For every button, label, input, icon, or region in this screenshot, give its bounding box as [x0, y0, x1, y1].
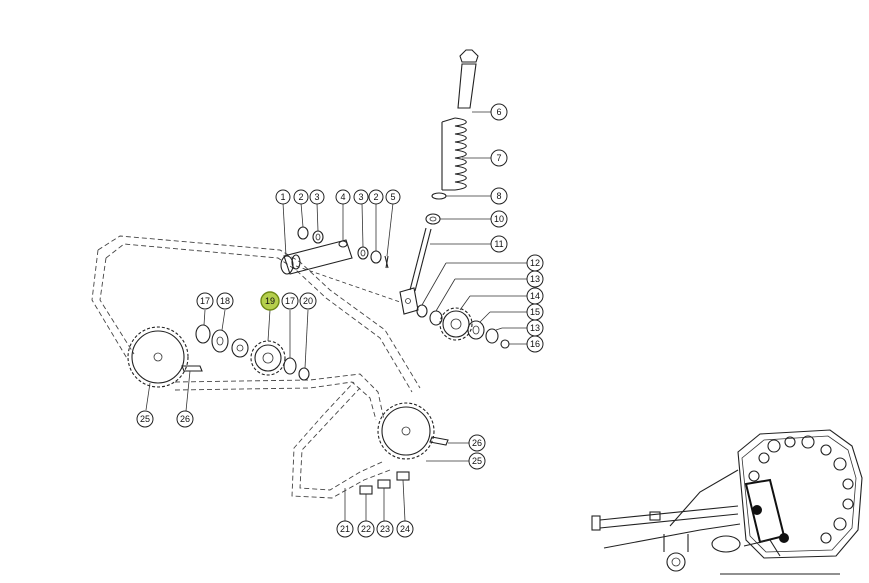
- svg-text:15: 15: [530, 307, 540, 317]
- shaft-1: [280, 239, 401, 303]
- callout-10[interactable]: 10: [490, 210, 508, 228]
- svg-text:19: 19: [265, 296, 275, 306]
- svg-text:23: 23: [380, 524, 390, 534]
- svg-text:13: 13: [530, 274, 540, 284]
- chain-links: [359, 471, 410, 495]
- callout-6[interactable]: 6: [490, 103, 508, 121]
- callout-2-second[interactable]: 2: [368, 189, 384, 205]
- tension-assembly: [399, 49, 479, 315]
- callout-8[interactable]: 8: [490, 187, 508, 205]
- callout-16[interactable]: 16: [526, 335, 544, 353]
- svg-text:3: 3: [358, 192, 363, 202]
- callout-7[interactable]: 7: [490, 149, 508, 167]
- svg-text:16: 16: [530, 339, 540, 349]
- callout-19-highlighted[interactable]: 19: [260, 291, 280, 311]
- svg-text:21: 21: [340, 524, 350, 534]
- callout-25[interactable]: 25: [136, 410, 154, 428]
- callout-4[interactable]: 4: [335, 189, 351, 205]
- callout-2[interactable]: 2: [293, 189, 309, 205]
- svg-text:25: 25: [472, 456, 482, 466]
- idler-sprocket-assembly: [416, 304, 510, 349]
- callout-15[interactable]: 15: [526, 303, 544, 321]
- callout-23[interactable]: 23: [376, 520, 394, 538]
- svg-text:10: 10: [494, 214, 504, 224]
- svg-text:25: 25: [140, 414, 150, 424]
- svg-text:17: 17: [285, 296, 295, 306]
- large-sprocket-lower: [377, 402, 449, 460]
- callout-13-second[interactable]: 13: [526, 319, 544, 337]
- svg-text:20: 20: [303, 296, 313, 306]
- svg-text:8: 8: [496, 191, 501, 201]
- callout-22[interactable]: 22: [357, 520, 375, 538]
- svg-text:3: 3: [314, 192, 319, 202]
- svg-text:4: 4: [340, 192, 345, 202]
- callout-24[interactable]: 24: [396, 520, 414, 538]
- baler-overview-illustration: [591, 429, 863, 575]
- large-sprocket-left: [127, 326, 203, 388]
- drive-chain: [91, 235, 421, 499]
- callout-18[interactable]: 18: [216, 292, 234, 310]
- callout-17-second[interactable]: 17: [281, 292, 299, 310]
- callout-12[interactable]: 12: [526, 254, 544, 272]
- svg-text:14: 14: [530, 291, 540, 301]
- callout-5[interactable]: 5: [385, 189, 401, 205]
- svg-text:11: 11: [494, 239, 503, 249]
- callout-3-second[interactable]: 3: [353, 189, 369, 205]
- callout-14[interactable]: 14: [526, 287, 544, 305]
- callout-26[interactable]: 26: [176, 410, 194, 428]
- svg-text:22: 22: [361, 524, 371, 534]
- callout-17[interactable]: 17: [196, 292, 214, 310]
- leader-lines: [145, 111, 527, 522]
- svg-text:6: 6: [496, 107, 501, 117]
- svg-text:24: 24: [400, 524, 410, 534]
- svg-text:13: 13: [530, 323, 540, 333]
- svg-text:2: 2: [298, 192, 303, 202]
- svg-text:7: 7: [496, 153, 501, 163]
- callout-11[interactable]: 11: [490, 235, 508, 253]
- svg-text:26: 26: [472, 438, 482, 448]
- svg-text:1: 1: [280, 192, 285, 202]
- svg-text:18: 18: [220, 296, 230, 306]
- callout-13[interactable]: 13: [526, 270, 544, 288]
- callout-20[interactable]: 20: [299, 292, 317, 310]
- svg-text:2: 2: [373, 192, 378, 202]
- svg-text:26: 26: [180, 414, 190, 424]
- svg-text:5: 5: [390, 192, 395, 202]
- svg-text:12: 12: [530, 258, 540, 268]
- callout-26-second[interactable]: 26: [468, 434, 486, 452]
- callout-21[interactable]: 21: [336, 520, 354, 538]
- svg-text:17: 17: [200, 296, 210, 306]
- callout-3[interactable]: 3: [309, 189, 325, 205]
- callout-1[interactable]: 1: [275, 189, 291, 205]
- drive-sprocket-assembly: [195, 324, 310, 381]
- callout-25-second[interactable]: 25: [468, 452, 486, 470]
- part-callouts: 1 2 3 4 3 2 5 6 7 8 10 11 12 13 14 15 13…: [136, 103, 544, 538]
